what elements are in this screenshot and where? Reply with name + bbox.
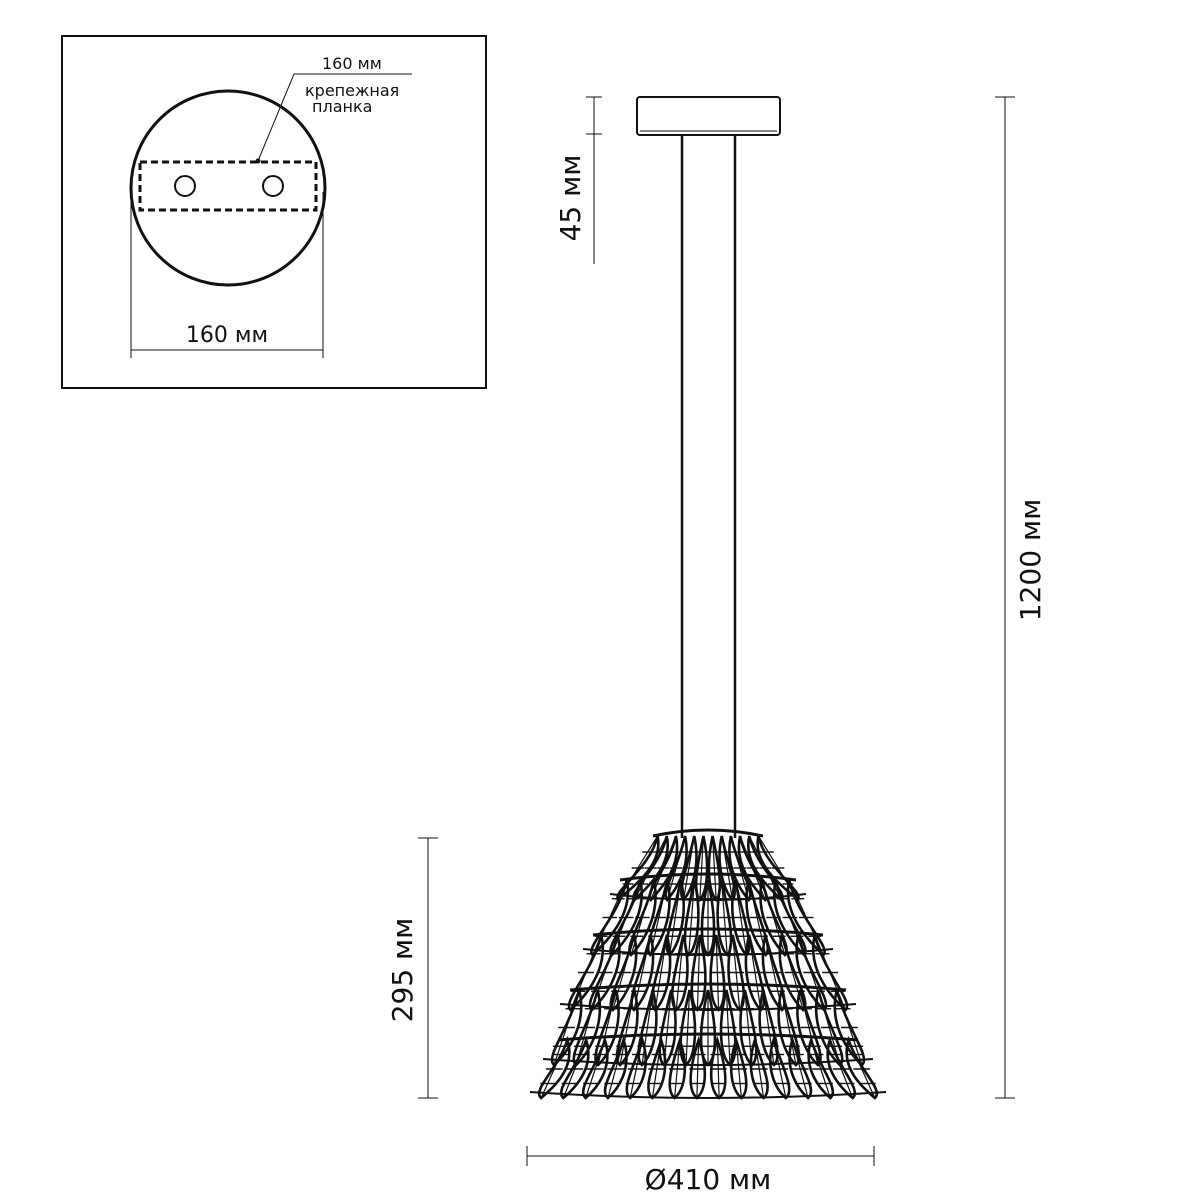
dimension-total-height: 1200 мм — [995, 96, 1047, 1099]
shade-tier-bottom-edge — [582, 948, 834, 956]
ceiling-canopy — [636, 96, 781, 136]
inset-frame — [61, 35, 487, 389]
dimension-diameter: Ø410 мм — [526, 1146, 875, 1196]
shade-tier-top-edge — [652, 828, 764, 838]
leader-dot — [255, 158, 261, 164]
shade-petal — [609, 934, 638, 1012]
mounting-bracket — [138, 160, 318, 212]
dimension-shade-height: 295 мм — [386, 837, 438, 1099]
bracket-hole-right — [262, 175, 284, 197]
total-height-label: 1200 мм — [1014, 499, 1047, 621]
pendant-lamp — [529, 96, 887, 1100]
dimension-canopy-height: 45 мм — [554, 96, 602, 264]
bracket-leader-line — [257, 73, 295, 162]
canopy-top-view-inset: 160 мм крепежная планка 160 мм — [61, 35, 487, 389]
lattice-shade — [529, 828, 887, 1100]
canopy-circle — [129, 89, 327, 287]
bracket-label-line1: крепежная — [305, 81, 399, 100]
bracket-hole-left — [174, 175, 196, 197]
shade-tier-top-edge — [592, 927, 824, 937]
shade-height-label: 295 мм — [386, 918, 419, 1023]
inset-top-dim-label: 160 мм — [322, 54, 382, 73]
diameter-label: Ø410 мм — [645, 1163, 772, 1196]
bracket-label-line2: планка — [312, 97, 372, 116]
inset-bottom-dim-label: 160 мм — [186, 323, 268, 348]
shade-tier-top-edge — [557, 1032, 859, 1042]
shade-petal — [778, 934, 807, 1012]
shade-tier-bottom-edge — [529, 1091, 887, 1099]
shade-tier-top-edge — [569, 982, 847, 992]
shade-tier-top-edge — [619, 872, 797, 882]
canopy-height-label: 45 мм — [554, 155, 587, 242]
